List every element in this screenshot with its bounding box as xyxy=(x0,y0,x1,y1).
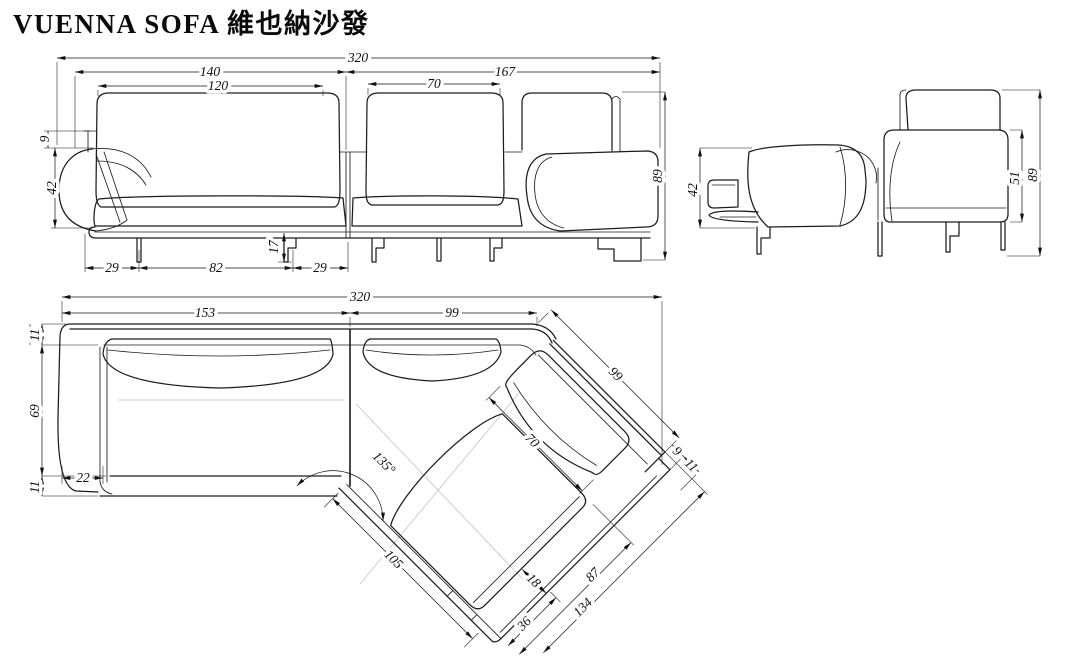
side-main-slab xyxy=(747,144,867,228)
construction-lines xyxy=(118,391,536,593)
front-left-back-cushion xyxy=(95,92,341,208)
page-title: VUENNA SOFA 維也納沙發 xyxy=(13,8,370,39)
dim-front-leg-height: 17 xyxy=(266,239,281,254)
dim-plan-left-seat: 153 xyxy=(195,305,216,320)
front-view: 320 140 167 120 70 9 42 89 29 82 29 17 xyxy=(34,47,669,279)
front-right-seat-cushion xyxy=(351,195,523,227)
dim-plan-front-depth: 11 xyxy=(27,481,42,494)
dim-plan-end-offset: 9 xyxy=(670,443,686,459)
front-legs xyxy=(136,237,503,263)
dim-front-right-width: 167 xyxy=(495,64,517,79)
dim-plan-corner-angle: 135° xyxy=(370,448,399,477)
dim-plan-right-seat: 99 xyxy=(445,305,459,320)
dim-front-mid-cushion: 70 xyxy=(427,76,441,91)
dim-front-back-gap: 9 xyxy=(37,135,52,142)
dim-plan-chaise-cushion: 70 xyxy=(522,430,542,450)
dim-plan-overall-width: 320 xyxy=(349,289,371,304)
dim-plan-back-depth-top: 11 xyxy=(27,329,42,342)
dim-plan-chaise-seat-length: 87 xyxy=(582,564,603,585)
dim-side-arm-height: 42 xyxy=(685,183,700,197)
front-mid-back-cushion xyxy=(365,92,505,206)
side-view: 42 51 89 xyxy=(682,89,1044,257)
side-chaise-body xyxy=(883,129,1009,223)
dim-side-back-height: 51 xyxy=(1007,171,1022,185)
angle-arc xyxy=(296,470,386,522)
plan-chaise-side-panel xyxy=(338,457,671,643)
front-chaise-panel xyxy=(525,150,659,232)
dim-front-leg-inset-left: 29 xyxy=(105,260,119,275)
side-back-cushion xyxy=(905,89,1001,131)
side-legs xyxy=(756,221,1006,257)
front-left-seat-cushion xyxy=(93,195,347,227)
front-left-arm xyxy=(58,148,97,232)
side-arm-block xyxy=(707,179,739,209)
dim-plan-chaise-back: 99 xyxy=(606,364,626,384)
plan-view: 99 9 11 70 105 18 36 87 134 135° 320 153… xyxy=(24,286,708,655)
dim-front-leg-span: 82 xyxy=(209,260,223,275)
dim-front-left-width: 140 xyxy=(200,64,221,79)
plan-right-back-cushion xyxy=(362,338,502,382)
dim-front-leg-inset-right: 29 xyxy=(313,260,327,275)
plan-chaise-group: 99 9 11 70 105 18 36 87 134 xyxy=(323,309,708,655)
dim-plan-chaise-length: 134 xyxy=(570,595,595,620)
dim-plan-cushion-gap: 18 xyxy=(524,570,544,590)
dim-plan-arm-width: 22 xyxy=(76,470,90,485)
dim-side-overall-height: 89 xyxy=(1025,168,1040,182)
dim-plan-seat-depth: 69 xyxy=(27,404,42,418)
dim-front-overall-height: 89 xyxy=(650,169,665,183)
dim-front-arm-height: 42 xyxy=(44,181,59,195)
plan-left-arm xyxy=(57,323,99,493)
dim-plan-corner-edge: 105 xyxy=(381,547,406,572)
dim-front-left-cushion: 120 xyxy=(208,78,229,93)
plan-left-back-cushion xyxy=(102,338,334,389)
dim-front-overall-width: 320 xyxy=(347,50,369,65)
